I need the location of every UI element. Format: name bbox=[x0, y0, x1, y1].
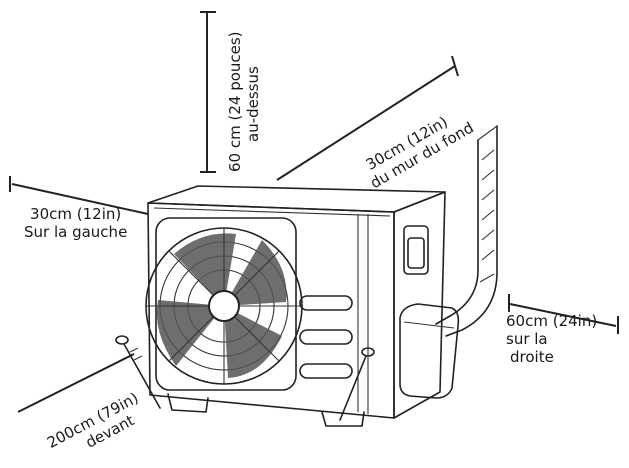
clearance-top-value: 60 cm (24 pouces) bbox=[226, 31, 244, 172]
mounting-feet bbox=[167, 393, 365, 427]
installation-clearance-diagram: 60 cm (24 pouces) au-dessus 30cm (12in) … bbox=[9, 11, 619, 452]
clearance-left-value: 30cm (12in) bbox=[30, 205, 122, 223]
side-handle bbox=[403, 225, 429, 275]
clearance-top-label: 60 cm (24 pouces) au-dessus bbox=[226, 31, 262, 172]
clearance-right-dimension bbox=[508, 294, 619, 334]
clearance-right-label: 60cm (24in) sur la droite bbox=[506, 312, 597, 366]
clearance-right-direction-2: droite bbox=[510, 348, 554, 366]
clearance-back-dimension bbox=[276, 55, 459, 181]
clearance-right-value: 60cm (24in) bbox=[506, 312, 598, 330]
clearance-left-dimension bbox=[9, 176, 149, 215]
clearance-right-direction-1: sur la bbox=[506, 330, 548, 348]
clearance-front-dimension bbox=[17, 353, 135, 413]
fan-grille bbox=[145, 217, 303, 391]
clearance-top-dimension bbox=[200, 11, 216, 173]
vent-slots bbox=[299, 295, 353, 379]
anchor-bolts bbox=[115, 335, 375, 421]
refrigerant-pipe bbox=[435, 125, 498, 337]
clearance-left-label: 30cm (12in) Sur la gauche bbox=[24, 205, 127, 241]
outdoor-unit-drawing bbox=[9, 11, 619, 427]
clearance-top-direction: au-dessus bbox=[244, 66, 262, 142]
clearance-left-direction: Sur la gauche bbox=[24, 223, 128, 241]
valve-cover bbox=[399, 303, 460, 399]
